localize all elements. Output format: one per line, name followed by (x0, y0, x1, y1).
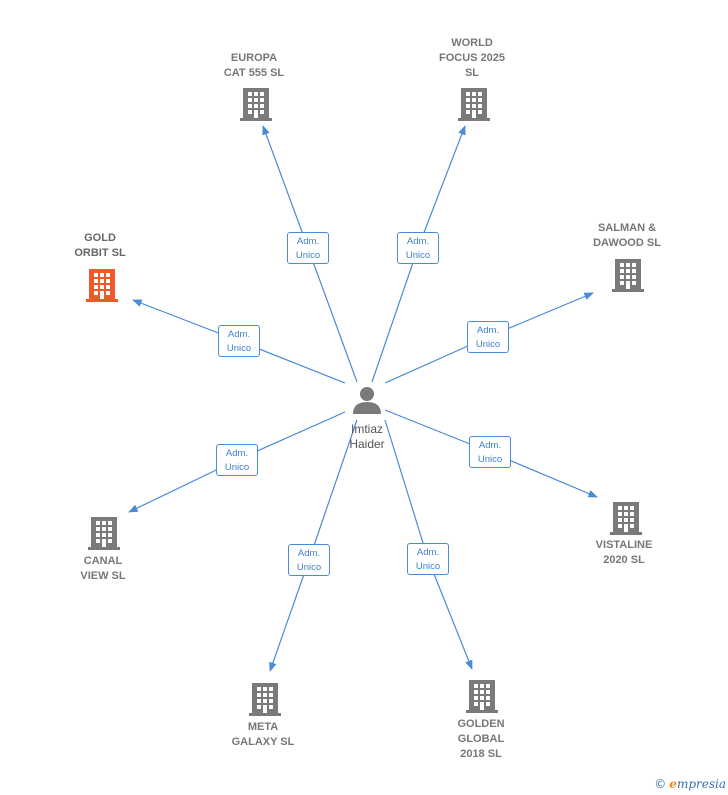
building-icon-canal-view[interactable] (88, 517, 120, 550)
relation-badge-golden-global: Adm. Unico (407, 543, 449, 575)
relation-badge-world-focus: Adm. Unico (397, 232, 439, 264)
person-name[interactable]: Imtiaz Haider (349, 422, 385, 451)
building-icon-gold-orbit[interactable] (86, 269, 118, 302)
building-icon-golden-global[interactable] (466, 680, 498, 713)
company-label-world-focus[interactable]: WORLD FOCUS 2025 SL (438, 37, 506, 79)
building-icon-world-focus[interactable] (458, 88, 490, 121)
company-label-salman-dawood[interactable]: SALMAN & DAWOOD SL (593, 222, 661, 249)
company-label-meta-galaxy[interactable]: META GALAXY SL (231, 721, 295, 748)
building-icon-vistaline[interactable] (610, 502, 642, 535)
building-icon-europa[interactable] (240, 88, 272, 121)
company-label-europa[interactable]: EUROPA CAT 555 SL (223, 52, 285, 79)
company-label-canal-view[interactable]: CANAL VIEW SL (80, 555, 126, 582)
copyright-icon: © (654, 777, 667, 791)
relation-badge-salman-dawood: Adm. Unico (467, 321, 509, 353)
footer-brand: ©empresia (654, 777, 726, 791)
relation-badge-vistaline: Adm. Unico (469, 436, 511, 468)
relation-badge-canal-view: Adm. Unico (216, 444, 258, 476)
company-label-gold-orbit[interactable]: GOLD ORBIT SL (74, 232, 126, 259)
relation-badge-meta-galaxy: Adm. Unico (288, 544, 330, 576)
company-label-vistaline[interactable]: VISTALINE 2020 SL (595, 539, 653, 566)
building-icon-meta-galaxy[interactable] (249, 683, 281, 716)
relation-badge-gold-orbit: Adm. Unico (218, 325, 260, 357)
relation-badge-europa: Adm. Unico (287, 232, 329, 264)
building-icon-salman-dawood[interactable] (612, 259, 644, 292)
person-icon[interactable] (353, 387, 381, 414)
brand-initial: e (669, 777, 677, 791)
brand-name: mpresia (676, 777, 726, 791)
company-label-golden-global[interactable]: GOLDEN GLOBAL 2018 SL (457, 718, 505, 760)
